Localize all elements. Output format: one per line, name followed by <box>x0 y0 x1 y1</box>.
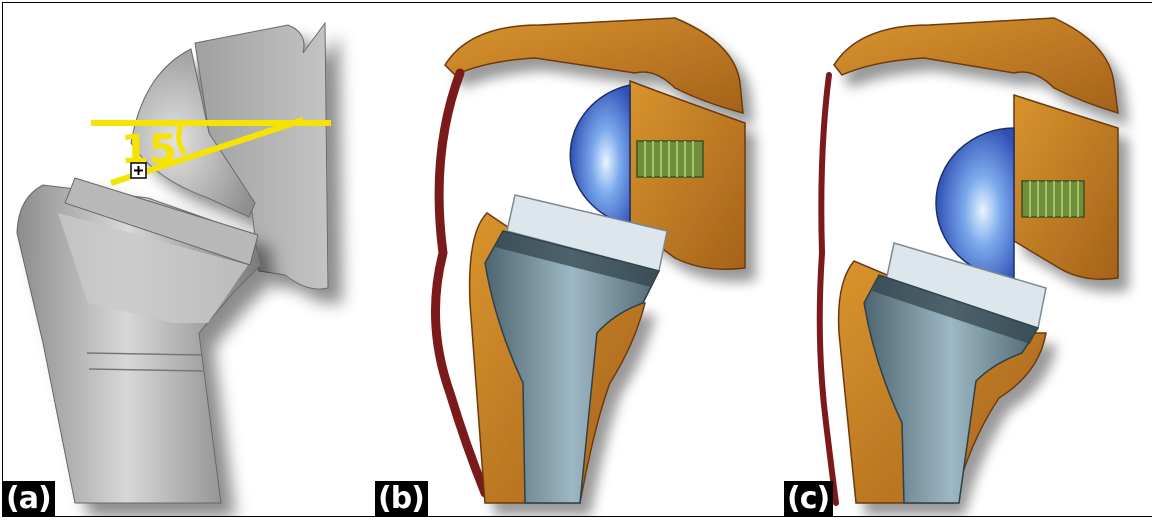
panel-a-illustration: 15 <box>3 3 375 516</box>
acromion-c <box>834 18 1118 113</box>
panel-label-c: (c) <box>784 481 833 516</box>
humeral-stem-gray <box>17 178 261 503</box>
angle-value: 15 <box>121 127 177 173</box>
glenosphere-b <box>570 85 630 225</box>
capsule-c <box>820 75 836 503</box>
panel-b: (b) <box>375 3 785 516</box>
glenosphere-c <box>936 128 1014 278</box>
panel-label-b: (b) <box>375 481 428 516</box>
panel-c-illustration <box>784 3 1152 516</box>
panel-a: 15 (a) <box>3 3 376 516</box>
panel-b-illustration <box>375 3 784 516</box>
panel-label-a: (a) <box>3 481 55 516</box>
acromion-b <box>445 18 743 113</box>
panel-c: (c) <box>784 3 1152 516</box>
